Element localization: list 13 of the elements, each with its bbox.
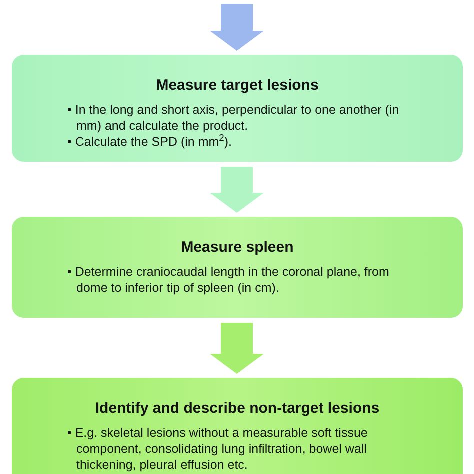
bullet-text: • Determine craniocaudal length in the coronal plane, from dome to inferior tip of spleen (in cm). [68, 264, 390, 296]
bullet-text: • E.g. skeletal lesions without a measurable soft tissue component, consolidating lung infiltration, bowel wall thickening, pleural effusion etc. [68, 424, 369, 472]
box-heading: Measure spleen [181, 238, 294, 258]
box-heading: Identify and describe non-target lesions [95, 399, 380, 419]
block-arrow [210, 4, 264, 51]
process-box [12, 378, 463, 474]
process-box [12, 217, 463, 318]
block-arrow [210, 167, 264, 213]
bullet-text: • Calculate the SPD (in mm$^{2}$). [68, 134, 232, 150]
block-arrow [210, 323, 264, 374]
process-box [12, 55, 463, 162]
box-heading: Measure target lesions [156, 76, 319, 96]
bullet-text: • In the long and short axis, perpendicular to one another (in mm) and calculate the product. [68, 102, 400, 134]
